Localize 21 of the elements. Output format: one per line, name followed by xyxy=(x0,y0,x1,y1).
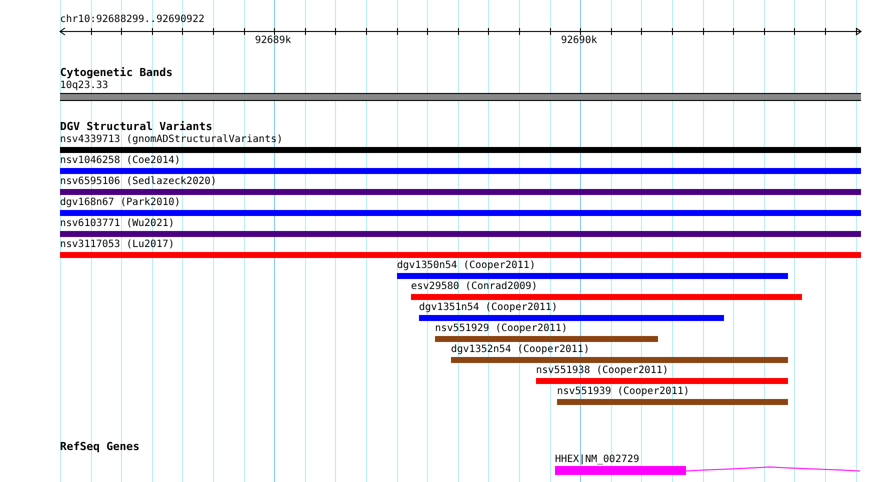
track-title: DGV Structural Variants xyxy=(60,121,212,133)
tick-label: 92689k xyxy=(255,35,292,47)
variant-label: nsv551939 (Cooper2011) xyxy=(557,386,690,398)
variant-label: nsv1046258 (Coe2014) xyxy=(60,155,180,167)
track-title: RefSeq Genes xyxy=(60,441,140,453)
coordinate-range: chr10:92688299..92690922 xyxy=(60,14,204,26)
variant-label: dgv1350n54 (Cooper2011) xyxy=(397,260,536,272)
track-title: Cytogenetic Bands xyxy=(60,67,173,79)
variant-label: esv29580 (Conrad2009) xyxy=(411,281,538,293)
variant-label: nsv6595106 (Sedlazeck2020) xyxy=(60,176,217,188)
variant-label: nsv551938 (Cooper2011) xyxy=(536,365,668,377)
variant-label: nsv551929 (Cooper2011) xyxy=(435,323,568,335)
gene-label: HHEX|NM_002729 xyxy=(555,454,640,466)
tick-label: 92690k xyxy=(561,35,598,47)
variant-label: nsv3117053 (Lu2017) xyxy=(60,239,174,251)
variant-label: nsv4339713 (gnomADStructuralVariants) xyxy=(60,134,283,146)
variant-label: nsv6103771 (Wu2021) xyxy=(60,218,174,230)
band-label: 10q23.33 xyxy=(60,80,108,92)
variant-label: dgv1352n54 (Cooper2011) xyxy=(451,344,590,356)
variant-label: dgv168n67 (Park2010) xyxy=(60,197,180,209)
variant-label: dgv1351n54 (Cooper2011) xyxy=(419,302,558,314)
